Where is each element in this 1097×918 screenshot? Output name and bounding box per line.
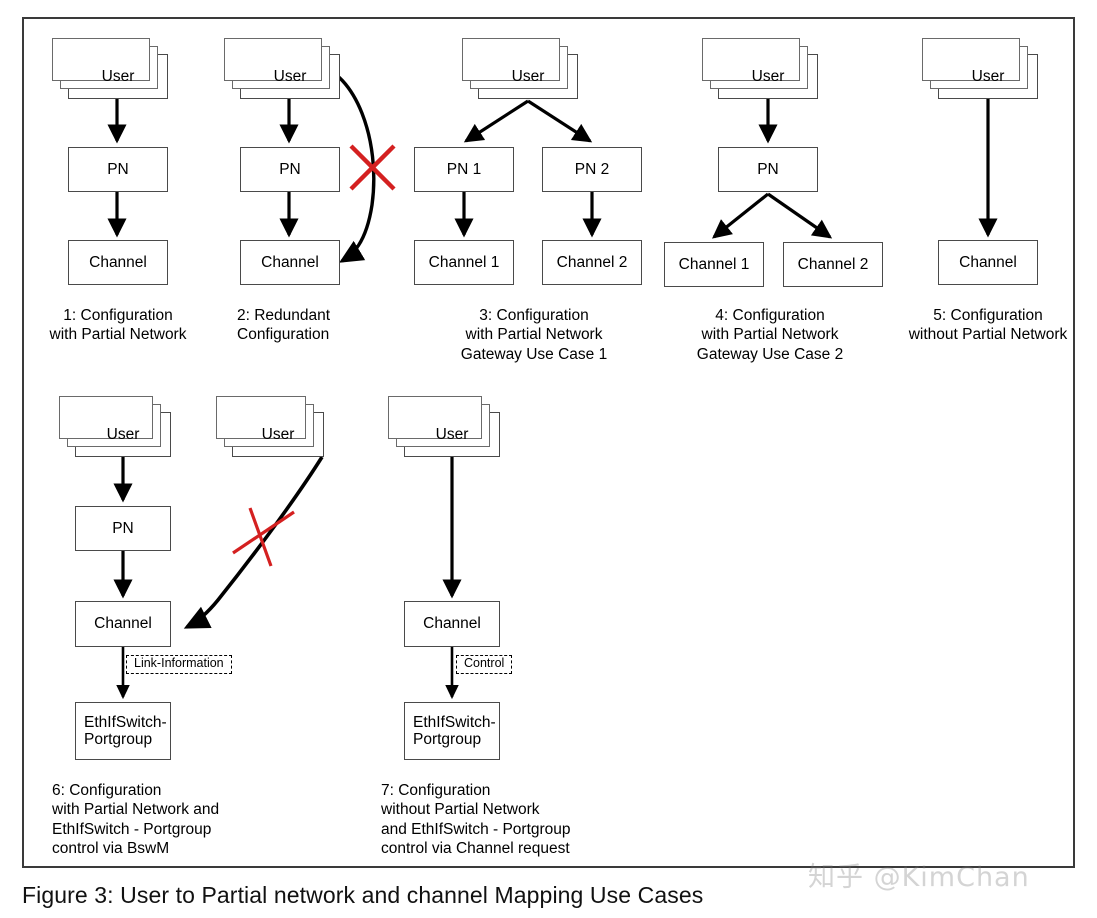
node-label: User [273,67,307,85]
uc5-caption: 5: Configuration without Partial Network [908,307,1068,344]
uc4-node-channel2[interactable]: Channel 2 [783,242,883,287]
node-label: PN [107,160,129,178]
node-label: Channel 2 [797,255,869,273]
uc5-node-user[interactable]: User [922,38,1038,99]
node-label: User [106,425,140,443]
uc6-node-pn[interactable]: PN [75,506,171,551]
uc4-caption: 4: Configuration with Partial Network Ga… [696,307,844,363]
uc3-node-channel2[interactable]: Channel 2 [542,240,642,285]
uc7-caption: 7: Configuration without Partial Network… [381,782,571,858]
node-label: Channel [959,253,1017,271]
node-label: User [511,67,545,85]
uc1-caption: 1: Configuration with Partial Network [49,307,187,344]
node-label: Channel 2 [556,253,628,271]
node-label: PN [112,519,134,537]
uc4-node-pn[interactable]: PN [718,147,818,192]
uc3-caption: 3: Configuration with Partial Network Ga… [460,307,608,363]
uc3-node-channel1[interactable]: Channel 1 [414,240,514,285]
node-label: Channel 1 [428,253,500,271]
uc6-node-user-secondary[interactable]: User [216,396,324,457]
uc2-node-user[interactable]: User [224,38,340,99]
uc6-caption: 6: Configuration with Partial Network an… [52,782,220,858]
diagram-frame [22,17,1075,868]
uc3-node-user[interactable]: User [462,38,578,99]
node-label: Channel [89,253,147,271]
node-label: User [261,425,295,443]
uc6-node-user[interactable]: User [59,396,171,457]
uc1-node-pn[interactable]: PN [68,147,168,192]
node-label: PN [279,160,301,178]
uc2-node-pn[interactable]: PN [240,147,340,192]
node-label: EthIfSwitch- Portgroup [84,713,167,748]
watermark: 知乎 @KimChan [808,862,1030,893]
uc5-node-channel[interactable]: Channel [938,240,1038,285]
uc7-node-ethifswitch-portgroup[interactable]: EthIfSwitch- Portgroup [404,702,500,760]
uc6-node-ethifswitch-portgroup[interactable]: EthIfSwitch- Portgroup [75,702,171,760]
node-label: PN 1 [446,160,482,178]
uc2-caption: 2: Redundant Configuration [237,307,331,344]
uc3-node-pn1[interactable]: PN 1 [414,147,514,192]
node-label: User [435,425,469,443]
node-label: Channel [261,253,319,271]
uc6-node-channel[interactable]: Channel [75,601,171,647]
uc6-edge-label-link-information: Link-Information [126,655,232,674]
node-label: User [101,67,135,85]
node-label: Channel 1 [678,255,750,273]
uc1-node-user[interactable]: User [52,38,168,99]
uc4-node-channel1[interactable]: Channel 1 [664,242,764,287]
node-label: PN 2 [574,160,610,178]
node-label: Channel [423,615,481,633]
uc7-edge-label-control: Control [456,655,513,674]
uc1-node-channel[interactable]: Channel [68,240,168,285]
figure-caption: Figure 3: User to Partial network and ch… [22,882,704,908]
node-label: User [971,67,1005,85]
uc4-node-user[interactable]: User [702,38,818,99]
node-label: EthIfSwitch- Portgroup [413,713,496,748]
uc2-node-channel[interactable]: Channel [240,240,340,285]
uc7-node-user[interactable]: User [388,396,500,457]
node-label: PN [757,160,779,178]
node-label: User [751,67,785,85]
uc3-node-pn2[interactable]: PN 2 [542,147,642,192]
uc7-node-channel[interactable]: Channel [404,601,500,647]
node-label: Channel [94,615,152,633]
